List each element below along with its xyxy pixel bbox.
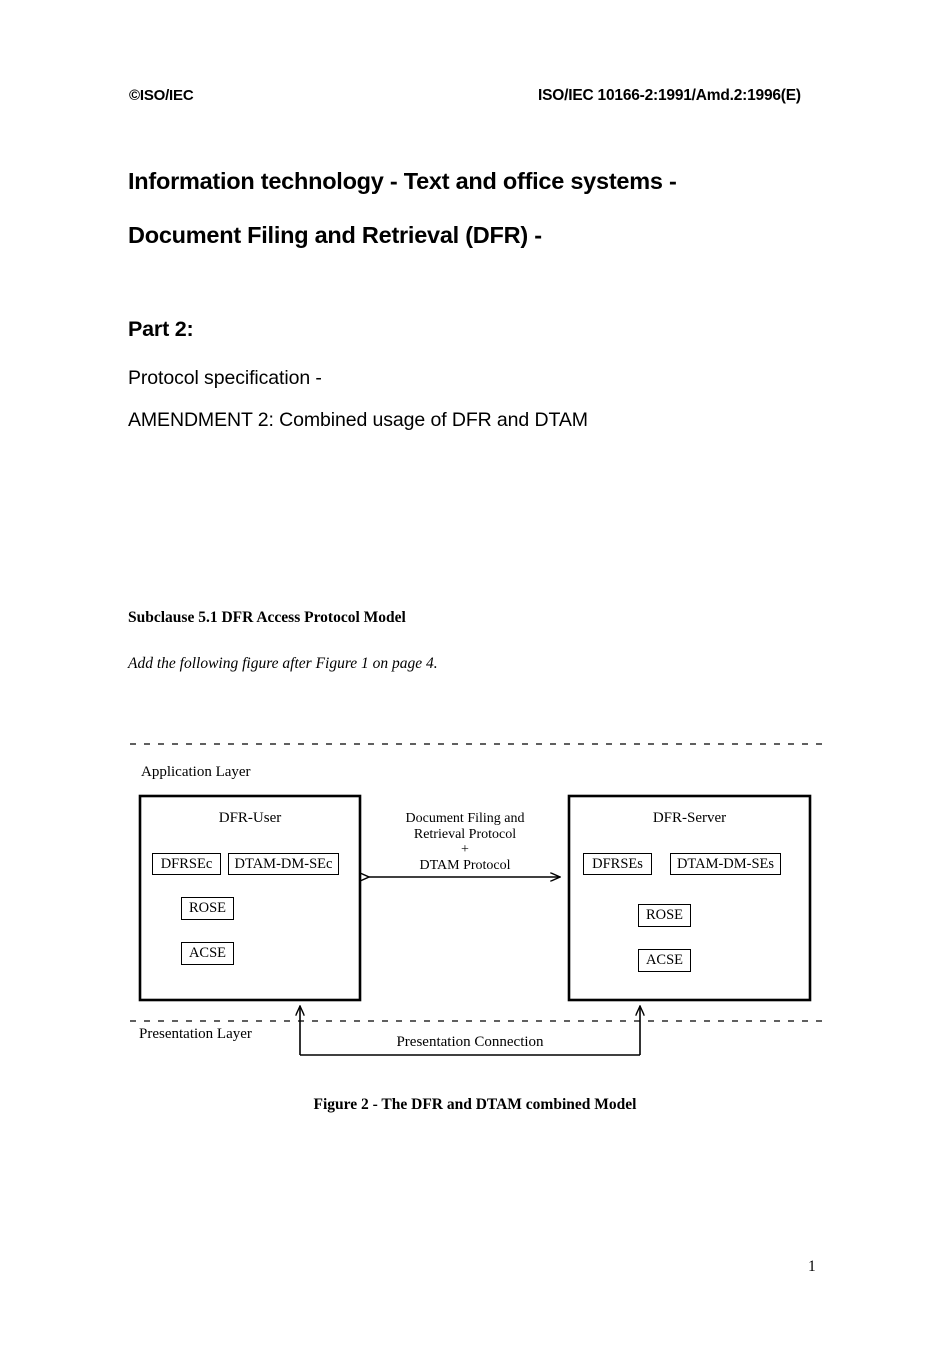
presentation-layer-label: Presentation Layer xyxy=(139,1026,252,1042)
presentation-connection-label: Presentation Connection xyxy=(396,1034,544,1050)
dtam-dm-sec-box: DTAM-DM-SEc xyxy=(228,853,339,875)
protocol-label: Document Filing and Retrieval Protocol +… xyxy=(374,811,556,873)
figure-caption: Figure 2 - The DFR and DTAM combined Mod… xyxy=(313,1096,637,1113)
part-subtitle-1: Protocol specification - xyxy=(128,367,322,389)
acse-box-right: ACSE xyxy=(638,949,691,972)
standard-reference: ISO/IEC 10166-2:1991/Amd.2:1996(E) xyxy=(538,87,801,104)
dfrses-box: DFRSEs xyxy=(583,853,652,875)
rose-box-right: ROSE xyxy=(638,904,691,927)
document-title-line-2: Document Filing and Retrieval (DFR) - xyxy=(128,222,542,248)
copyright-notice: ©ISO/IEC xyxy=(129,87,194,104)
page-number: 1 xyxy=(808,1258,816,1275)
dfrsec-box: DFRSEc xyxy=(152,853,221,875)
application-layer-label: Application Layer xyxy=(141,764,251,780)
protocol-label-line-4: DTAM Protocol xyxy=(419,857,511,873)
protocol-label-plus: + xyxy=(461,842,469,857)
part-subtitle-2: AMENDMENT 2: Combined usage of DFR and D… xyxy=(128,409,588,431)
rose-box-left: ROSE xyxy=(181,897,234,920)
protocol-label-line-1: Document Filing and xyxy=(405,811,525,826)
dfr-user-title: DFR-User xyxy=(218,810,282,826)
dfr-user-box xyxy=(138,794,362,1002)
part-label: Part 2: xyxy=(128,317,194,341)
subclause-instruction: Add the following figure after Figure 1 … xyxy=(128,655,438,672)
document-title-line-1: Information technology - Text and office… xyxy=(128,168,677,194)
dfr-server-title: DFR-Server xyxy=(652,810,727,826)
protocol-label-line-2: Retrieval Protocol xyxy=(413,826,517,842)
dtam-dm-ses-box: DTAM-DM-SEs xyxy=(670,853,781,875)
dfr-server-box xyxy=(567,794,812,1002)
acse-box-left: ACSE xyxy=(181,942,234,965)
subclause-heading: Subclause 5.1 DFR Access Protocol Model xyxy=(128,609,406,626)
